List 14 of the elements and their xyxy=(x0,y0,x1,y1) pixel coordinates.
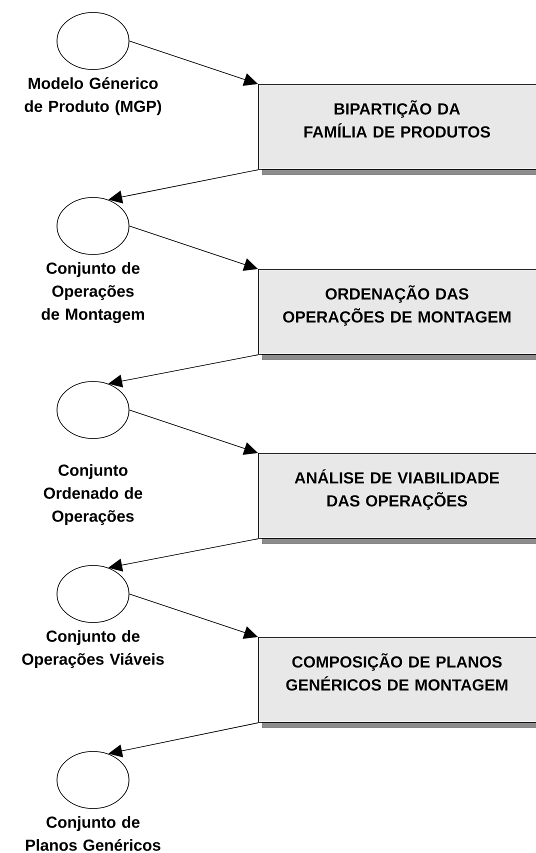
process-box: ORDENAÇÃO DAS OPERAÇÕES DE MONTAGEM xyxy=(258,269,536,360)
node-caption: Conjunto Ordenado de Operações xyxy=(44,464,142,526)
node-caption: Conjunto de Planos Genéricos xyxy=(26,816,160,851)
node-caption: Conjunto de Operações de Montagem xyxy=(42,262,144,324)
ellipse-node xyxy=(56,12,130,70)
ellipse-node xyxy=(56,751,130,809)
ellipse-node xyxy=(56,197,130,255)
node-caption: Modelo Génerico de Produto (MGP) xyxy=(24,77,162,116)
process-box: COMPOSIÇÃO DE PLANOS GENÉRICOS DE MONTAGEM xyxy=(258,637,536,728)
ellipse-node xyxy=(56,381,130,439)
process-box: BIPARTIÇÃO DA FAMÍLIA DE PRODUTOS xyxy=(258,84,536,175)
ellipse-node xyxy=(56,565,130,623)
node-caption: Conjunto de Operações Viáveis xyxy=(22,630,164,668)
process-box: ANÁLISE DE VIABILIDADE DAS OPERAÇÕES xyxy=(258,453,536,544)
